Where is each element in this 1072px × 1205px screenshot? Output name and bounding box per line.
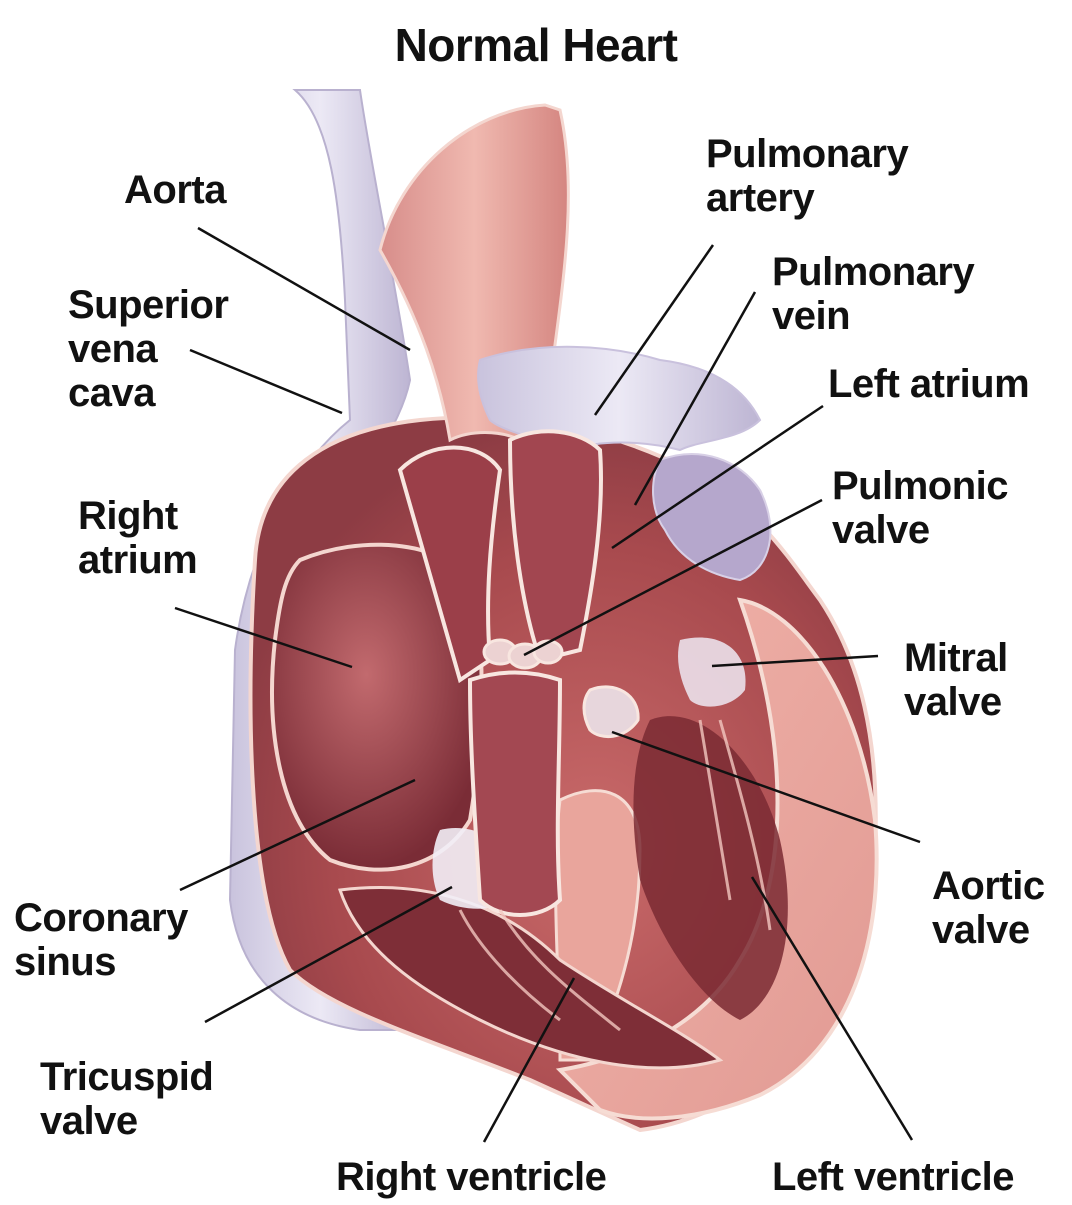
label-rv-line1: Right ventricle bbox=[336, 1155, 606, 1199]
diagram-title: Normal Heart bbox=[0, 18, 1072, 72]
label-left-ventricle: Left ventricle bbox=[772, 1155, 1014, 1199]
label-av-line2: valve bbox=[932, 908, 1045, 952]
label-pulmonary-vein: Pulmonary vein bbox=[772, 250, 974, 338]
label-superior-vena-cava: Superior vena cava bbox=[68, 283, 228, 415]
pulmonic-valve-cusps bbox=[484, 640, 562, 668]
label-aorta: Aorta bbox=[124, 168, 226, 212]
label-tricuspid-valve: Tricuspid valve bbox=[40, 1055, 213, 1143]
label-svc-line2: vena bbox=[68, 327, 228, 371]
label-pulmonic-valve: Pulmonic valve bbox=[832, 464, 1008, 552]
label-la-line1: Left atrium bbox=[828, 362, 1029, 406]
label-pa-line1: Pulmonary bbox=[706, 132, 908, 176]
label-aortic-valve: Aortic valve bbox=[932, 864, 1045, 952]
label-tv-line1: Tricuspid bbox=[40, 1055, 213, 1099]
label-mv-line2: valve bbox=[904, 680, 1008, 724]
label-pv-line1: Pulmonary bbox=[772, 250, 974, 294]
label-cs-line1: Coronary bbox=[14, 896, 188, 940]
label-right-atrium: Right atrium bbox=[78, 494, 197, 582]
label-lv-line1: Left ventricle bbox=[772, 1155, 1014, 1199]
label-mv-line1: Mitral bbox=[904, 636, 1008, 680]
label-av-line1: Aortic bbox=[932, 864, 1045, 908]
label-ra-line2: atrium bbox=[78, 538, 197, 582]
label-right-ventricle: Right ventricle bbox=[336, 1155, 606, 1199]
label-left-atrium: Left atrium bbox=[828, 362, 1029, 406]
label-tv-line2: valve bbox=[40, 1099, 213, 1143]
label-pa-line2: artery bbox=[706, 176, 908, 220]
label-pmv-line2: valve bbox=[832, 508, 1008, 552]
central-outflow-shape bbox=[470, 673, 560, 916]
label-pv-line2: vein bbox=[772, 294, 974, 338]
label-cs-line2: sinus bbox=[14, 940, 188, 984]
label-svc-line1: Superior bbox=[68, 283, 228, 327]
label-coronary-sinus: Coronary sinus bbox=[14, 896, 188, 984]
label-ra-line1: Right bbox=[78, 494, 197, 538]
label-pmv-line1: Pulmonic bbox=[832, 464, 1008, 508]
label-pulmonary-artery: Pulmonary artery bbox=[706, 132, 908, 220]
label-svc-line3: cava bbox=[68, 371, 228, 415]
label-mitral-valve: Mitral valve bbox=[904, 636, 1008, 724]
label-aorta-line1: Aorta bbox=[124, 168, 226, 212]
